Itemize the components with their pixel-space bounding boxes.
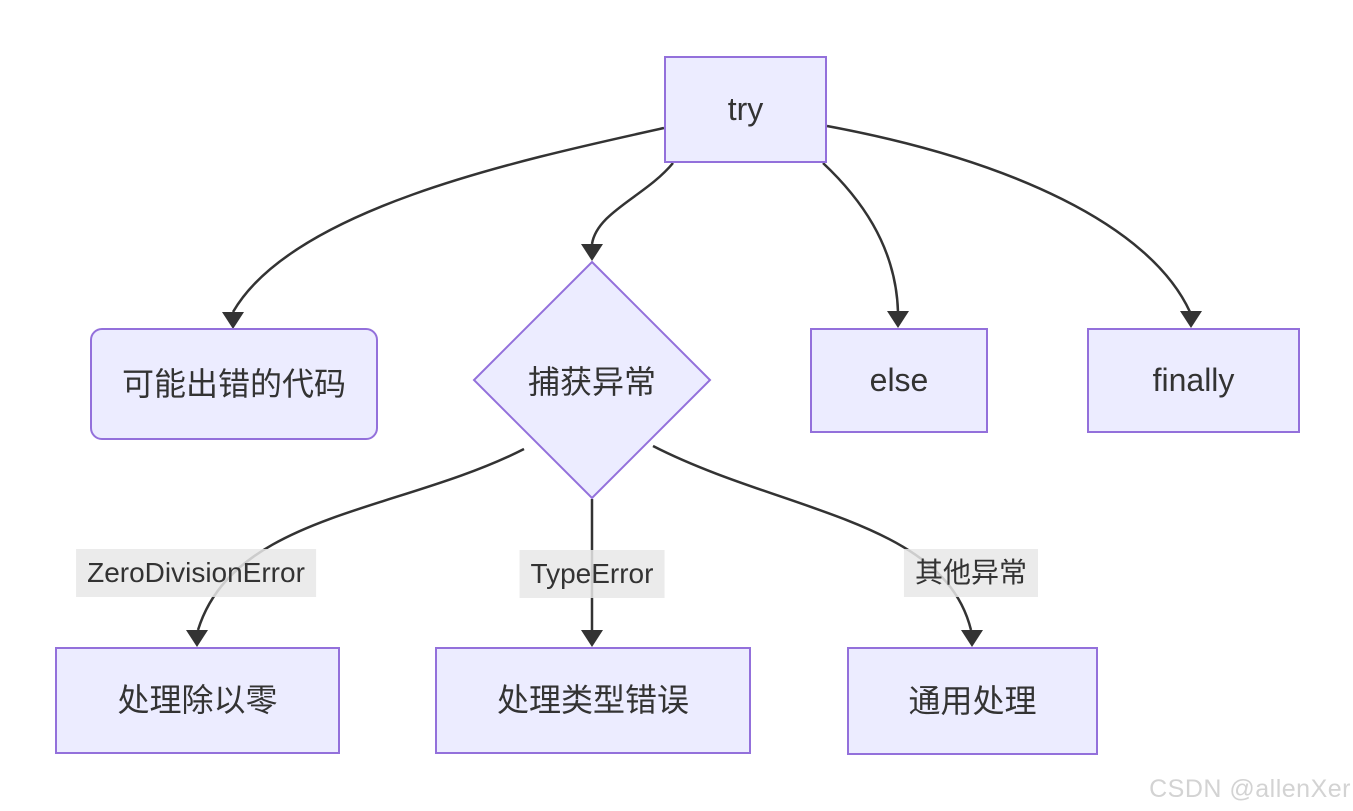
edge-try-to-else xyxy=(822,162,900,313)
node-finally: finally xyxy=(1087,328,1300,433)
arrowhead-into-code xyxy=(222,312,244,329)
edge-label-zerodivisionerror: ZeroDivisionError xyxy=(76,549,316,597)
node-risky-code: 可能出错的代码 xyxy=(90,328,378,440)
edge-try-to-catch xyxy=(590,162,674,245)
node-try: try xyxy=(664,56,827,163)
arrowhead-into-catch xyxy=(581,244,603,261)
edge-catch-to-zero xyxy=(196,447,525,631)
csdn-watermark: CSDN @allenXer xyxy=(1149,775,1351,803)
arrowhead-into-finally xyxy=(1180,311,1202,328)
arrowhead-into-zero xyxy=(186,630,208,647)
edge-label-typeerror: TypeError xyxy=(519,550,665,598)
edge-try-to-finally xyxy=(826,124,1192,313)
node-else: else xyxy=(810,328,988,433)
node-catch-diamond-shape xyxy=(472,260,712,500)
node-handle-zero-division: 处理除以零 xyxy=(55,647,340,754)
arrowhead-into-type xyxy=(581,630,603,647)
edge-catch-to-generic xyxy=(652,444,973,631)
arrowhead-into-else xyxy=(887,311,909,328)
edge-label-other-exception: 其他异常 xyxy=(903,549,1039,597)
edge-try-to-code xyxy=(231,126,665,313)
arrowhead-into-generic xyxy=(961,630,983,647)
node-catch-exception-label: 捕获异常 xyxy=(527,364,656,400)
node-handle-type-error: 处理类型错误 xyxy=(435,647,751,754)
node-generic-handler: 通用处理 xyxy=(847,647,1098,755)
